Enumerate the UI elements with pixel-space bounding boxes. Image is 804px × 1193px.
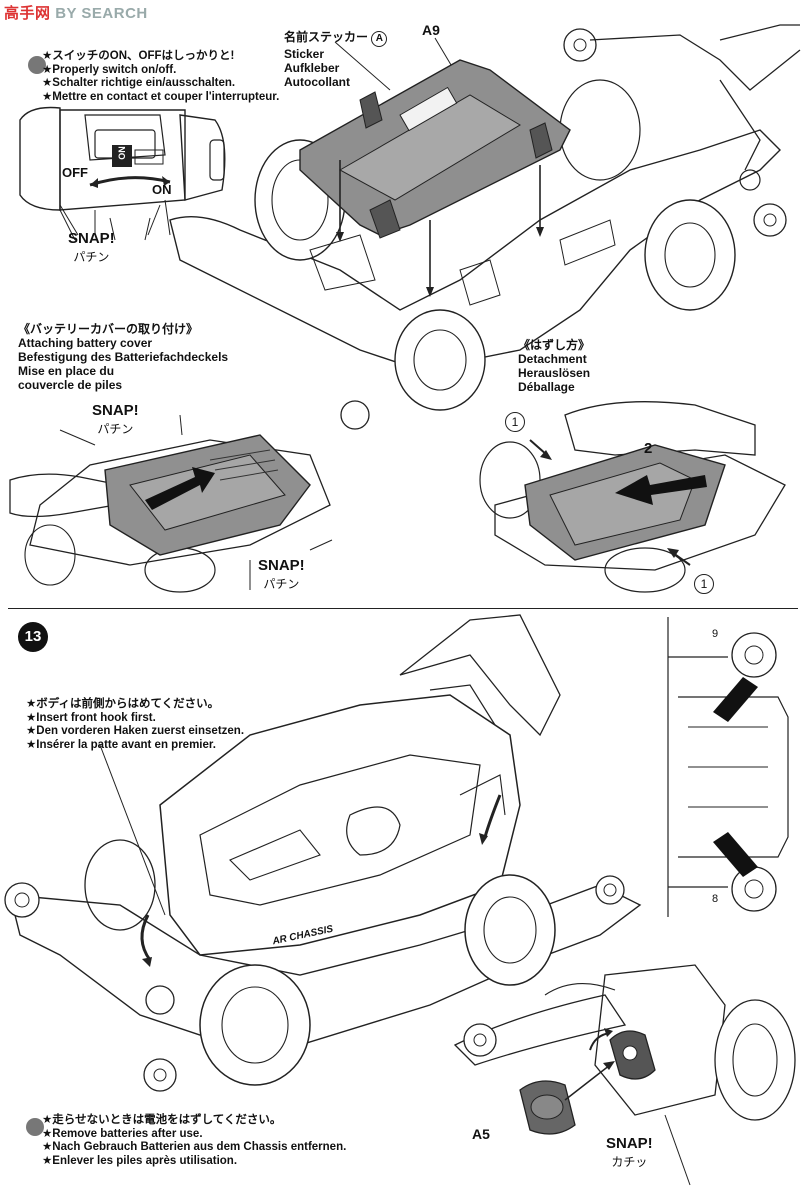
step-13-badge: 13 — [18, 622, 48, 652]
detach-step-1b: 1 — [694, 574, 714, 594]
snap-3-en: SNAP! — [258, 557, 305, 574]
battery-note-en: ★Remove batteries after use. — [42, 1127, 203, 1140]
body-notes: ★ボディは前側からはめてください。 ★Insert front hook fir… — [26, 698, 244, 752]
detach-heading: 《はずし方》 Detachment Herauslösen Déballage — [518, 338, 590, 394]
sticker-fr: Autocollant — [284, 75, 350, 89]
snap-4-jp: カチッ — [611, 1155, 648, 1169]
note-bullet-dot — [28, 56, 46, 74]
off-label: OFF — [62, 165, 88, 180]
snap-1-en: SNAP! — [68, 230, 115, 247]
watermark-right: BY SEARCH — [55, 5, 148, 22]
sticker-jp: 名前ステッカー — [284, 30, 369, 44]
switch-note-de: ★Schalter richtige ein/ausschalten. — [42, 77, 236, 89]
switch-on-text: ON — [117, 146, 127, 160]
body-note-fr: ★Insérer la patte avant en premier. — [26, 738, 216, 751]
snap-4: SNAP! カチッ — [606, 1135, 653, 1171]
sticker-marker: A — [371, 31, 388, 47]
battery-install-drawing — [453, 964, 796, 1186]
snap-3: SNAP! パチン — [258, 557, 305, 593]
detach-de: Herauslösen — [518, 366, 591, 380]
attach-fr2: couvercle de piles — [18, 378, 123, 392]
snap-2-en: SNAP! — [92, 402, 139, 419]
detach-step-2: 2 — [644, 440, 653, 457]
snap-1-lines — [59, 204, 161, 236]
detach-step-1a: 1 — [505, 412, 525, 432]
attach-heading: 《バッテリーカバーの取り付け》 Attaching battery cover … — [18, 322, 228, 392]
body-note-de: ★Den vorderen Haken zuerst einsetzen. — [26, 725, 245, 737]
snap-1: SNAP! パチン — [68, 230, 115, 266]
inset-label-8: 8 — [712, 893, 719, 905]
attach-en: Attaching battery cover — [18, 336, 153, 350]
part-a5-label: A5 — [472, 1126, 490, 1142]
watermark-left: 高手网 — [4, 5, 51, 22]
car-body-assembly-drawing — [4, 614, 642, 1092]
roller-inset-drawing — [667, 617, 789, 917]
snap-3-jp: パチン — [263, 577, 300, 591]
battery-note-dot — [26, 1118, 44, 1136]
attach-fr1: Mise en place du — [18, 364, 115, 378]
switch-closeup-drawing — [19, 106, 226, 241]
on-label: ON — [152, 182, 172, 197]
battery-note-fr: ★Enlever les piles après utilisation. — [42, 1154, 238, 1167]
sticker-en: Sticker — [284, 47, 325, 61]
snap-2: SNAP! パチン — [92, 402, 139, 438]
part-a9-label: A9 — [422, 22, 440, 38]
body-note-en: ★Insert front hook first. — [26, 711, 156, 724]
inset-label-9: 9 — [712, 628, 719, 640]
switch-notes: ★スイッチのON、OFFはしっかりと! ★Properly switch on/… — [42, 50, 279, 104]
snap-1-jp: パチン — [73, 250, 110, 264]
sticker-de: Aufkleber — [284, 61, 340, 75]
battery-notes: ★走らせないときは電池をはずしてください。 ★Remove batteries … — [42, 1114, 346, 1168]
switch-note-en: ★Properly switch on/off. — [42, 63, 177, 76]
detach-cover-drawing — [479, 401, 786, 593]
snap-2-jp: パチン — [97, 422, 134, 436]
switch-note-fr: ★Mettre en contact et couper l'interrupt… — [42, 90, 280, 103]
detach-jp: 《はずし方》 — [518, 338, 591, 352]
battery-note-de: ★Nach Gebrauch Batterien aus dem Chassis… — [42, 1141, 347, 1153]
section-divider — [8, 608, 798, 609]
chassis-battery-cover-drawing — [169, 24, 801, 430]
attach-de: Befestigung des Batteriefachdeckels — [18, 350, 229, 364]
battery-note-jp: ★走らせないときは電池をはずしてください。 — [42, 1114, 282, 1126]
switch-note-jp: ★スイッチのON、OFFはしっかりと! — [42, 50, 235, 62]
attach-jp: 《バッテリーカバーの取り付け》 — [18, 322, 199, 336]
body-note-jp: ★ボディは前側からはめてください。 — [26, 698, 220, 710]
snap-4-en: SNAP! — [606, 1135, 653, 1152]
detach-en: Detachment — [518, 352, 587, 366]
sticker-label: 名前ステッカー A Sticker Aufkleber Autocollant — [284, 30, 388, 89]
snap-3-line — [309, 539, 333, 551]
watermark: 高手网 BY SEARCH — [4, 2, 148, 23]
attach-cover-drawing — [9, 414, 331, 593]
detach-fr: Déballage — [518, 380, 575, 394]
